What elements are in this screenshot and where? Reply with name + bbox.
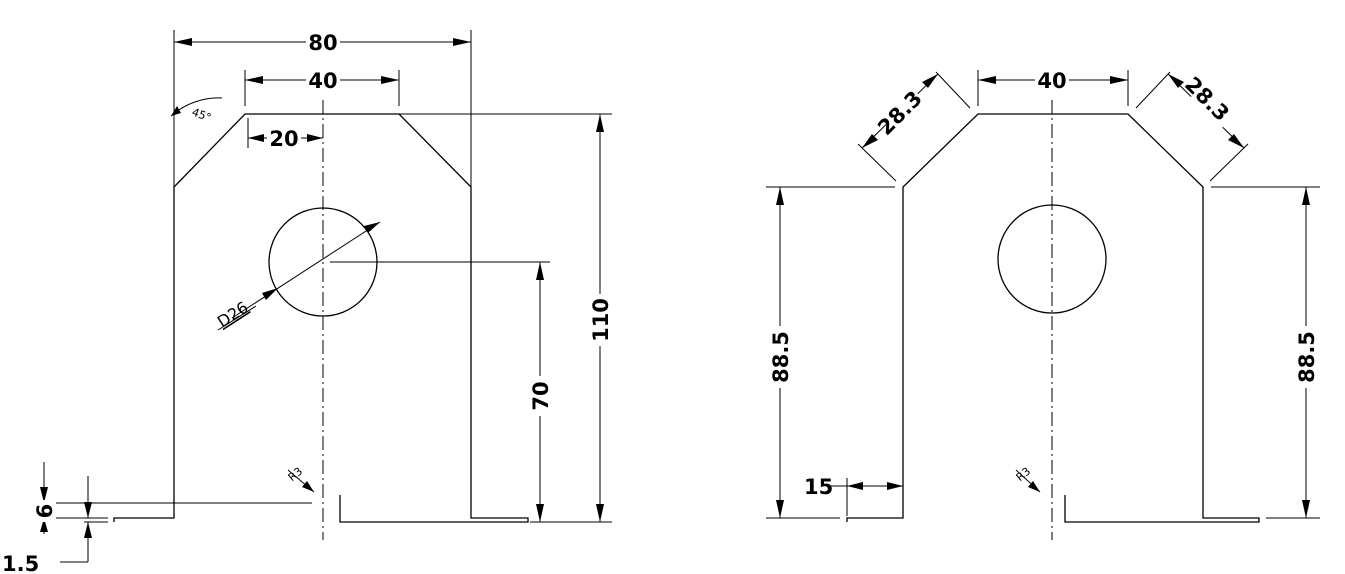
dim-70: 70 xyxy=(330,261,553,522)
dim-20: 20 xyxy=(247,118,323,151)
dim-110: 110 xyxy=(399,113,613,523)
dim-40-right-text: 40 xyxy=(1037,69,1066,93)
dim-80: 80 xyxy=(173,30,472,187)
dim-110-text: 110 xyxy=(589,298,613,342)
dim-15: 15 xyxy=(804,475,903,516)
dim-88-5-left: 88.5 xyxy=(766,186,895,519)
dim-6-and-1-5: 6 1.5 xyxy=(2,462,312,574)
dim-15-text: 15 xyxy=(804,475,833,499)
dim-angle-45: 45° xyxy=(170,97,223,125)
dim-28-3-right: 28.3 xyxy=(1135,71,1249,182)
dim-r3-left: R3 xyxy=(286,465,315,493)
dim-6-text: 6 xyxy=(33,504,57,519)
left-part-outline xyxy=(113,113,529,523)
angle-45-text: 45° xyxy=(190,106,213,125)
left-view: 80 40 20 45° xyxy=(2,30,613,574)
dim-88-5-right-text: 88.5 xyxy=(1295,331,1319,383)
dim-40-left: 40 xyxy=(244,68,400,106)
dim-1-5-text: 1.5 xyxy=(2,552,39,574)
dim-40-left-text: 40 xyxy=(308,69,337,93)
right-part-outline xyxy=(846,113,1260,523)
dim-20-text: 20 xyxy=(269,127,298,151)
dim-80-text: 80 xyxy=(308,31,337,55)
dim-40-right: 40 xyxy=(977,68,1129,106)
r3-left-text: R3 xyxy=(286,465,306,484)
dim-d26: D26 xyxy=(214,221,381,332)
d26-text: D26 xyxy=(214,298,252,332)
r3-right-text: R3 xyxy=(1014,465,1034,484)
dim-88-5-right: 88.5 xyxy=(1211,186,1320,519)
dim-r3-right: R3 xyxy=(1014,465,1041,493)
right-view: 40 28.3 28.3 xyxy=(766,68,1320,540)
dim-88-5-left-text: 88.5 xyxy=(769,331,793,383)
dim-28-3-left: 28.3 xyxy=(857,71,971,182)
dim-70-text: 70 xyxy=(529,381,553,410)
